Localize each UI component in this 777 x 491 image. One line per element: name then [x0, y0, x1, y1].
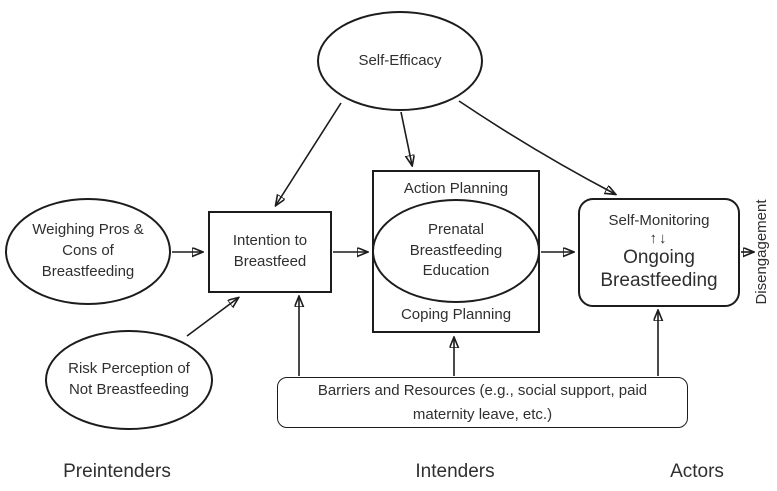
node-barriers-resources-label: Barriers and Resources (e.g., social sup…	[317, 382, 648, 423]
arrow-selfefficacy-to-actionplanning	[400, 111, 412, 165]
node-weighing-pros-cons: Weighing Pros & Cons of Breastfeeding	[5, 198, 171, 305]
stage-label-preintenders: Preintenders	[63, 461, 171, 482]
node-risk-perception-label: Risk Perception of Not Breastfeeding	[68, 360, 190, 398]
node-self-monitoring-ongoing: Self-Monitoring ↑↓ Ongoing Breastfeeding	[578, 198, 740, 307]
stage-label-intenders: Intenders	[415, 461, 495, 482]
node-risk-perception: Risk Perception of Not Breastfeeding	[45, 330, 213, 430]
node-self-monitoring-label: Self-Monitoring	[608, 212, 710, 230]
arrow-risk-to-intention	[186, 298, 238, 337]
node-prenatal-education: Prenatal Breastfeeding Education	[372, 199, 540, 303]
node-self-efficacy: Self-Efficacy	[317, 11, 483, 111]
arrow-selfefficacy-to-intention	[276, 102, 342, 205]
node-self-efficacy-label: Self-Efficacy	[358, 51, 442, 69]
node-barriers-resources: Barriers and Resources (e.g., social sup…	[277, 377, 688, 428]
node-planning-box: Action Planning Prenatal Breastfeeding E…	[372, 170, 540, 333]
stage-label-actors: Actors	[670, 461, 724, 482]
node-ongoing-breastfeeding-label: Ongoing Breastfeeding	[600, 247, 718, 292]
node-prenatal-education-label: Prenatal Breastfeeding Education	[409, 220, 503, 280]
node-weighing-pros-cons-label: Weighing Pros & Cons of Breastfeeding	[32, 221, 144, 280]
node-coping-planning-label: Coping Planning	[400, 306, 512, 323]
disengagement-label: Disengagement	[753, 199, 770, 305]
node-intention-to-breastfeed: Intention to Breastfeed	[208, 211, 332, 293]
node-intention-label: Intention to Breastfeed	[232, 232, 308, 270]
node-action-planning-label: Action Planning	[403, 180, 509, 197]
up-down-arrows-icon: ↑↓	[649, 229, 669, 247]
